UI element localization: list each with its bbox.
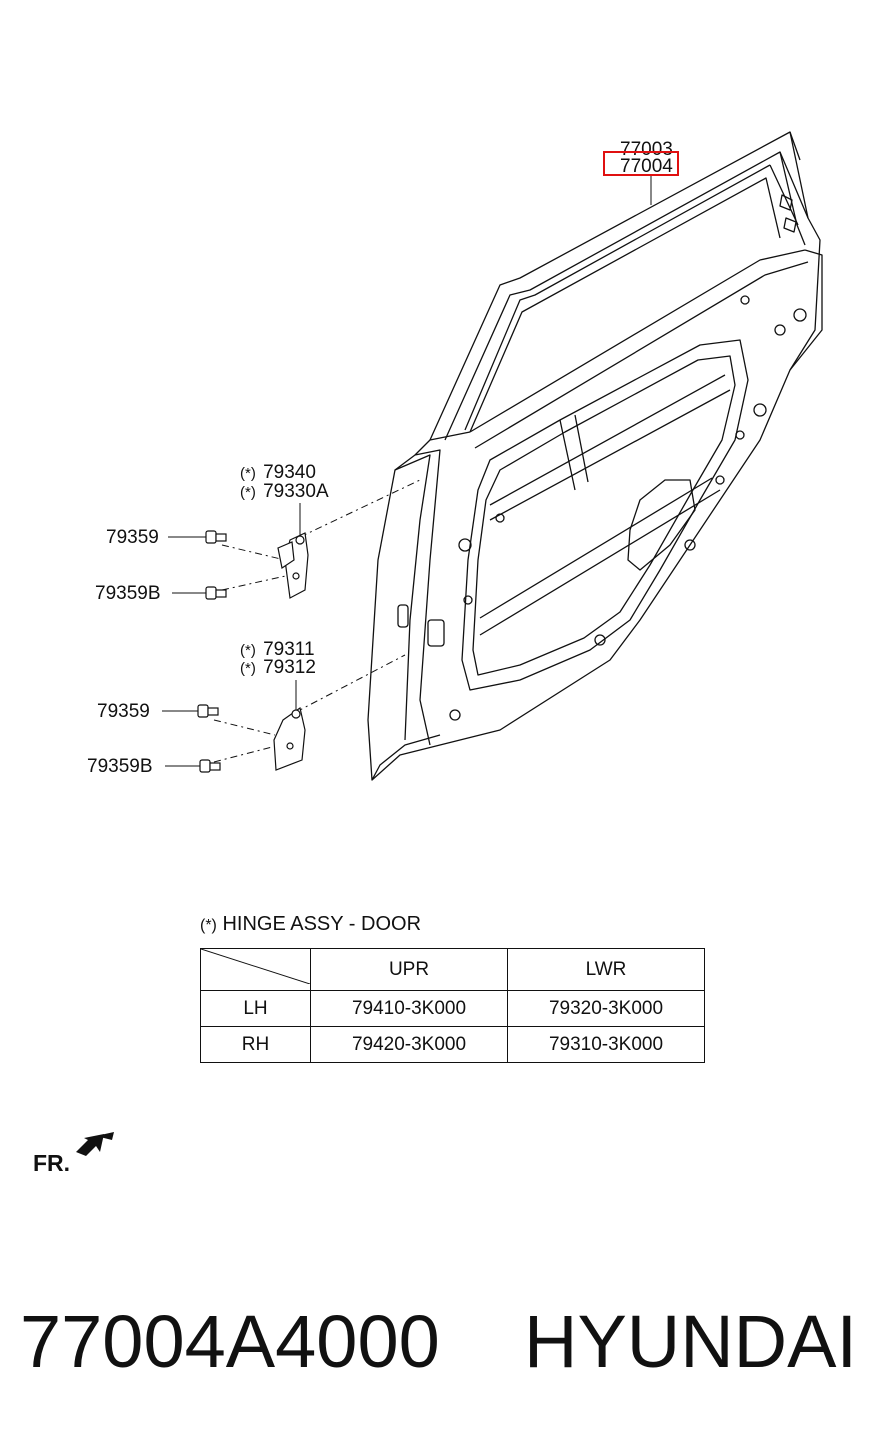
front-arrow-icon: [76, 1132, 114, 1156]
callout-79312: (*) 79312: [240, 658, 316, 679]
callout-79340: (*) 79340: [240, 463, 316, 484]
door-outer-shell: [367, 249, 823, 781]
brand-name: HYUNDAI: [524, 1300, 858, 1383]
cell-lwr: 79320-3K000: [507, 990, 705, 1027]
callout-77004: 77004: [620, 156, 673, 177]
highlight-box-77004: [603, 151, 679, 176]
callout-79311: (*) 79311: [240, 640, 315, 661]
asterisk-marker: (*): [240, 484, 256, 501]
callout-79312-text: 79312: [263, 657, 316, 678]
column-header-lwr: LWR: [507, 948, 705, 991]
legend-title: (*) HINGE ASSY - DOOR: [200, 913, 421, 936]
part-number: 77004A4000: [20, 1300, 440, 1383]
callout-79311-text: 79311: [263, 639, 315, 660]
column-header-upr: UPR: [310, 948, 508, 991]
callout-77003: 77003: [620, 139, 673, 160]
table-header-row: UPR LWR: [200, 948, 705, 991]
table-corner-cell: [200, 948, 311, 991]
callout-79359b-upper: 79359B: [95, 583, 161, 604]
legend-marker: (*): [200, 917, 217, 934]
cell-upr: 79420-3K000: [310, 1026, 508, 1063]
callout-79359b-lower: 79359B: [87, 756, 153, 777]
table-row: RH 79420-3K000 79310-3K000: [200, 1026, 705, 1063]
door-inner-cutout: [461, 339, 749, 691]
regulator-cutout: [627, 479, 696, 571]
callout-79359-lower: 79359: [97, 701, 150, 722]
diagonal-divider: [200, 948, 311, 985]
door-panel-diagram: [162, 131, 823, 781]
row-side: LH: [200, 990, 311, 1027]
callout-79340-text: 79340: [263, 462, 316, 483]
callout-79359-upper: 79359: [106, 527, 159, 548]
hinge-part-table: UPR LWR LH 79410-3K000 79320-3K000 RH 79…: [200, 948, 705, 1063]
cell-upr: 79410-3K000: [310, 990, 508, 1027]
callout-79330a-text: 79330A: [263, 481, 329, 502]
asterisk-marker: (*): [240, 660, 256, 677]
legend-title-text: HINGE ASSY - DOOR: [222, 913, 422, 935]
asterisk-marker: (*): [240, 642, 256, 659]
callout-79330a: (*) 79330A: [240, 482, 329, 503]
door-window-frame: [429, 131, 821, 441]
row-side: RH: [200, 1026, 311, 1063]
bolt-79359-lower: [197, 704, 219, 718]
cell-lwr: 79310-3K000: [507, 1026, 705, 1063]
front-indicator-label: FR.: [33, 1150, 71, 1176]
table-row: LH 79410-3K000 79320-3K000: [200, 990, 705, 1027]
bolt-79359b-lower: [199, 759, 221, 773]
bolt-79359-upper: [205, 530, 227, 544]
asterisk-marker: (*): [240, 465, 256, 482]
upper-hinge: [277, 532, 309, 599]
lower-hinge: [273, 706, 306, 771]
bolt-79359b-upper: [205, 586, 227, 600]
